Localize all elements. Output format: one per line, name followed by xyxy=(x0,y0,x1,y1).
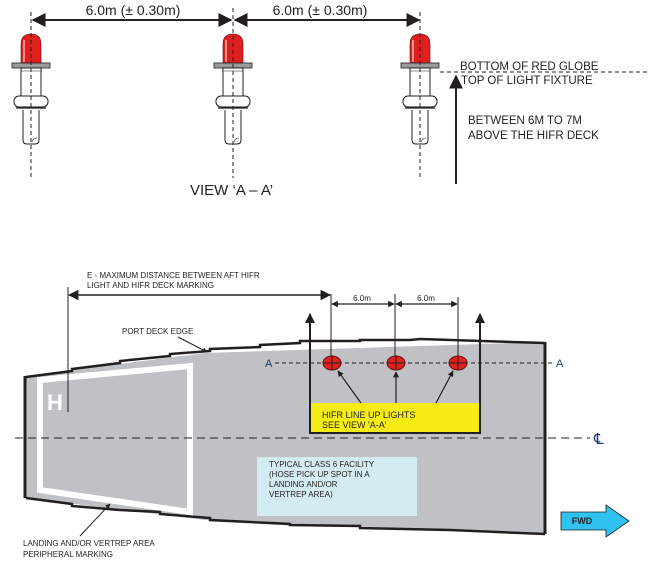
light-extension-lines xyxy=(67,287,459,412)
lineup-light-3 xyxy=(448,355,468,371)
max-distance-label-line1: E - MAXIMUM DISTANCE BETWEEN AFT HIFR xyxy=(87,271,260,280)
lineup-lights-label-line1: HIFR LINE UP LIGHTS xyxy=(322,410,415,420)
height-label-line2: ABOVE THE HIFR DECK xyxy=(468,130,599,142)
facility-label-line3: LANDING AND/OR xyxy=(269,480,338,489)
fwd-arrow-icon xyxy=(560,504,630,538)
deck-marking-h: H xyxy=(47,390,63,415)
landing-area-peripheral-marking xyxy=(37,362,193,516)
max-distance-label-line2: LIGHT AND HIFR DECK MARKING xyxy=(87,281,214,290)
section-marker-right: A xyxy=(556,358,564,370)
starboard-deck-edge xyxy=(25,496,546,536)
lineup-light-2 xyxy=(386,355,406,371)
spacing-label-1: 6.0m (± 0.30m) xyxy=(86,2,181,18)
section-marker-left: A xyxy=(265,358,273,370)
view-aa: 6.0m (± 0.30m) 6.0m (± 0.30m) BOTTOM OF … xyxy=(11,2,650,199)
class6-facility-box xyxy=(257,457,417,516)
fixture-top-label: TOP OF LIGHT FIXTURE xyxy=(461,75,593,87)
peripheral-marking-leader xyxy=(79,503,111,537)
peripheral-marking-label-line2: PERIPHERAL MARKING xyxy=(23,550,113,559)
fwd-arrow-label: FWD xyxy=(572,516,593,526)
peripheral-marking-label-line1: LANDING AND/OR VERTREP AREA xyxy=(23,539,155,548)
port-deck-edge-leader xyxy=(177,336,208,353)
fixture-centerlines xyxy=(30,8,421,178)
facility-label-line4: VERTREP AREA) xyxy=(269,490,333,499)
plan-view: H ℄ A A HIFR LINE UP LIGHTS SEE VIEW 'A-… xyxy=(15,271,630,559)
light-spacing-label-2: 6.0m xyxy=(417,294,435,303)
lineup-light-1 xyxy=(322,355,342,371)
port-deck-edge-label: PORT DECK EDGE xyxy=(122,327,193,336)
facility-label-line1: TYPICAL CLASS 6 FACILITY xyxy=(269,460,375,469)
callout-bracket xyxy=(309,315,481,434)
spacing-label-2: 6.0m (± 0.30m) xyxy=(273,2,368,18)
height-label-line1: BETWEEN 6M TO 7M xyxy=(468,115,582,127)
leader-arrow-light-3 xyxy=(435,370,454,404)
lineup-lights-label-line2: SEE VIEW 'A-A' xyxy=(322,420,387,430)
port-deck-edge xyxy=(25,337,546,379)
facility-label-line2: (HOSE PICK UP SPOT IN A xyxy=(269,470,370,479)
lineup-lights-callout xyxy=(310,403,480,433)
view-aa-title: VIEW ‘A – A’ xyxy=(190,182,273,199)
leader-arrow-light-1 xyxy=(337,370,362,404)
centreline-symbol: ℄ xyxy=(593,431,604,448)
globe-bottom-label: BOTTOM OF RED GLOBE xyxy=(460,61,599,73)
light-spacing-label-1: 6.0m xyxy=(353,294,371,303)
fwd-arrow: FWD xyxy=(560,504,630,538)
